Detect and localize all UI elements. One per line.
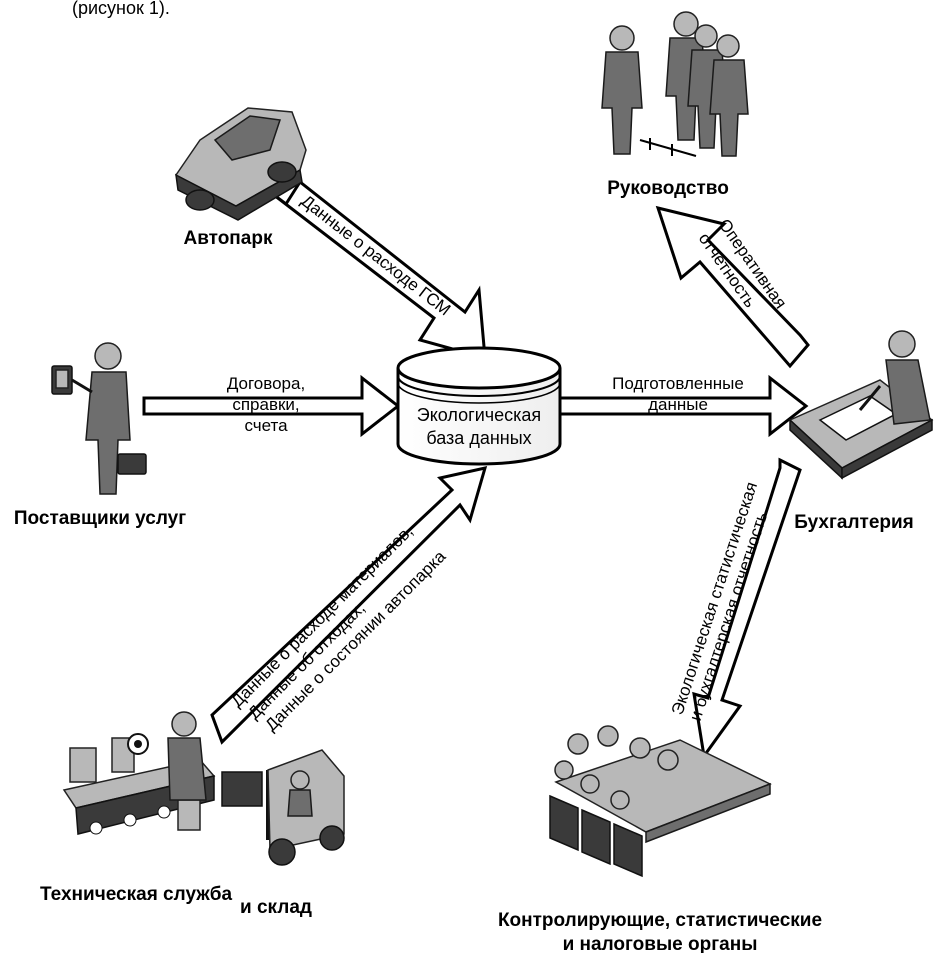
arrow-tech-data: Данные о расходе материалов, Данные об о… <box>210 465 488 745</box>
tech-service-conveyor-icon <box>62 711 216 835</box>
arrow-contracts-line3: счета <box>244 416 288 435</box>
car-icon <box>175 107 307 221</box>
node-authorities-label-line2: и налоговые органы <box>563 934 758 953</box>
node-suppliers-label: Поставщики услуг <box>14 508 186 529</box>
node-authorities-label-line1: Контролирующие, статистические <box>498 910 822 931</box>
arrow-fuel-data: Данные о расходе ГСМ <box>269 179 487 361</box>
arrow-contracts: Договора, справки, счета <box>142 374 401 438</box>
node-fleet-label: Автопарк <box>184 228 273 249</box>
arrow-contracts-line1: Договора, <box>227 374 305 393</box>
warehouse-forklift-icon <box>221 749 345 866</box>
node-management-label: Руководство <box>607 178 729 199</box>
node-accounting-label: Бухгалтерия <box>794 512 914 533</box>
management-group-icon <box>601 11 749 157</box>
arrow-fuel-label: Данные о расходе ГСМ <box>298 191 455 319</box>
accounting-desk-icon <box>788 330 934 480</box>
arrow-prepared-line1: Подготовленные <box>612 374 744 393</box>
database-node: Экологическая база данных <box>396 346 562 466</box>
arrow-prepared-data: Подготовленные данные <box>558 374 809 438</box>
supplier-person-icon <box>51 342 147 495</box>
database-label-line1: Экологическая <box>417 405 541 425</box>
node-tech-service-label: Техническая служба <box>40 884 232 905</box>
arrow-statistical-reporting: Экологическая статистическая и бухгалтер… <box>668 457 802 760</box>
arrow-contracts-line2: справки, <box>232 395 299 414</box>
node-warehouse-label: и склад <box>240 897 312 918</box>
authorities-meeting-icon <box>549 725 772 878</box>
database-label-line2: база данных <box>426 428 531 448</box>
arrow-operational-reporting: Оперативная отчетность <box>655 205 810 369</box>
top-text-fragment: (рисунок 1). <box>72 0 170 18</box>
arrow-prepared-line2: данные <box>648 395 708 414</box>
